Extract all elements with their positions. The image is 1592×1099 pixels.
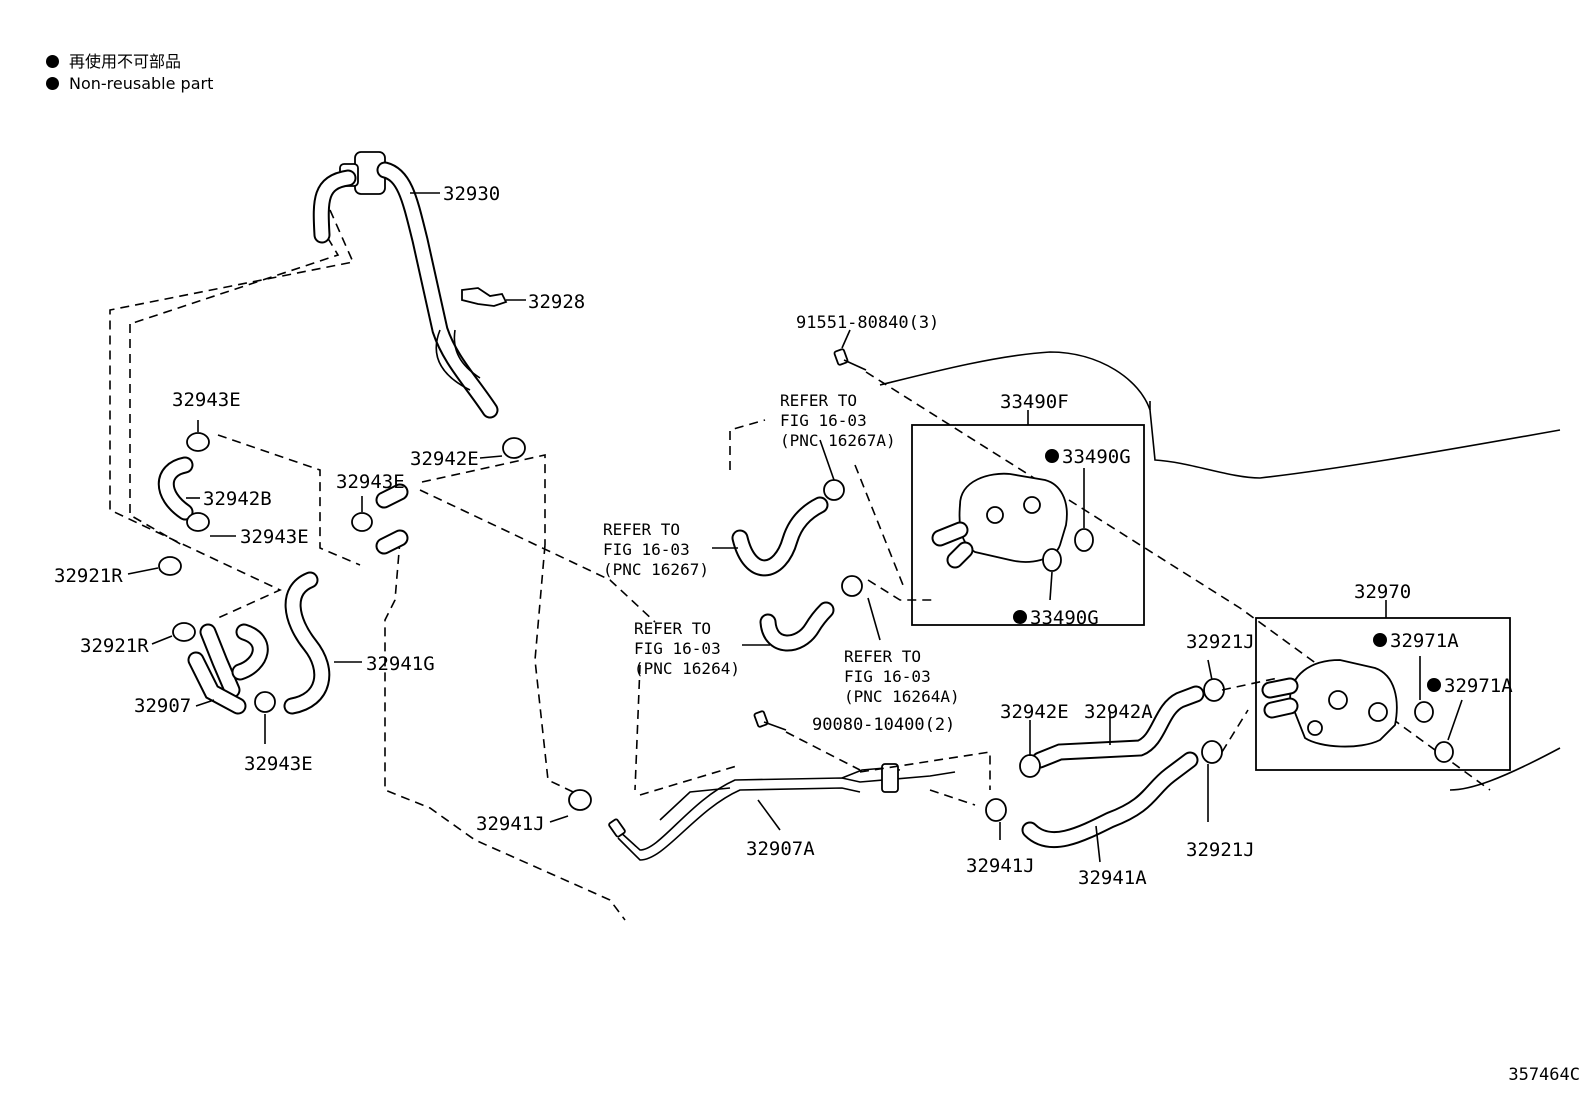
label-32941J-a: 32941J [476, 813, 545, 835]
label-32921J-a: 32921J [1186, 631, 1255, 653]
refer-block-16267A: REFER TO FIG 16-03 (PNC 16267A) [780, 391, 896, 450]
refer-line: FIG 16-03 [603, 540, 690, 559]
fittings-center [375, 437, 592, 811]
hose-32941G [283, 571, 331, 715]
clamps-left [158, 432, 373, 713]
hose-ref-16267 [731, 479, 845, 577]
label-32921R-b: 32921R [80, 635, 149, 657]
hose-32941A [985, 659, 1249, 863]
legend-item-en: Non-reusable part [46, 74, 213, 93]
refer-line: FIG 16-03 [844, 667, 931, 686]
refer-block-16264: REFER TO FIG 16-03 (PNC 16264) [634, 619, 740, 678]
pipe-32907A [608, 751, 991, 861]
label-32942E-b: 32942E [1000, 701, 1069, 723]
hose-32942A [1019, 677, 1279, 778]
document-id: 357464C [1508, 1065, 1580, 1085]
bolt-91551 [833, 348, 1491, 791]
refer-line: REFER TO [844, 647, 921, 666]
pipe-32907 [187, 623, 269, 715]
legend-item-jp: 再使用不可部品 [46, 48, 181, 72]
part-labels: 32930 32928 91551-80840(3) 33490F 33490G… [54, 183, 1513, 889]
refer-block-16264A: REFER TO FIG 16-03 (PNC 16264A) [844, 647, 960, 706]
refer-line: (PNC 16267) [603, 560, 709, 579]
refer-line: (PNC 16264A) [844, 687, 960, 706]
label-32971A-a: 32971A [1390, 630, 1459, 652]
label-33490G-a: 33490G [1062, 446, 1131, 468]
label-32921R-a: 32921R [54, 565, 123, 587]
non-reusable-dot-icon [1045, 449, 1059, 463]
non-reusable-dot-icon [1427, 678, 1441, 692]
bracket-32928 [461, 287, 508, 307]
label-32921J-b: 32921J [1186, 839, 1255, 861]
label-32930: 32930 [443, 183, 500, 205]
bolt-90080 [753, 710, 861, 771]
oil-cooler-33490F [911, 410, 1145, 626]
legend-text-jp: 再使用不可部品 [69, 52, 182, 71]
label-32943E-d: 32943E [244, 753, 313, 775]
refer-line: FIG 16-03 [780, 411, 867, 430]
non-reusable-dot-icon [1373, 633, 1387, 647]
refer-line: (PNC 16264) [634, 659, 740, 678]
label-32941A: 32941A [1078, 867, 1147, 889]
label-33490G-b: 33490G [1030, 607, 1099, 629]
label-91551: 91551-80840(3) [796, 313, 939, 333]
engine-outline [879, 351, 1561, 791]
hose-32942B [157, 456, 194, 521]
label-32941G: 32941G [366, 653, 435, 675]
label-90080: 90080-10400(2) [812, 715, 955, 735]
label-32928: 32928 [528, 291, 585, 313]
heater-pipe-32930 [312, 151, 499, 419]
label-32970: 32970 [1354, 581, 1411, 603]
hose-ref-16264 [759, 575, 863, 652]
heater-outline [109, 209, 656, 921]
refer-line: REFER TO [603, 520, 680, 539]
label-32943E-c: 32943E [336, 471, 405, 493]
label-32942A: 32942A [1084, 701, 1153, 723]
refer-line: (PNC 16267A) [780, 431, 896, 450]
label-32907A: 32907A [746, 838, 815, 860]
non-reusable-dot-icon [46, 55, 59, 68]
label-32943E-b: 32943E [240, 526, 309, 548]
refer-block-16267: REFER TO FIG 16-03 (PNC 16267) [603, 520, 709, 579]
leader-lines [127, 192, 851, 831]
label-33490F: 33490F [1000, 391, 1069, 413]
label-32971A-b: 32971A [1444, 675, 1513, 697]
label-32943E-a: 32943E [172, 389, 241, 411]
label-32942E-a: 32942E [410, 448, 479, 470]
non-reusable-dot-icon [46, 77, 59, 90]
ref-leaders [634, 419, 935, 791]
label-32907: 32907 [134, 695, 191, 717]
water-valve-32970 [1255, 600, 1511, 771]
label-32941J-b: 32941J [966, 855, 1035, 877]
non-reusable-dot-icon [1013, 610, 1027, 624]
refer-line: FIG 16-03 [634, 639, 721, 658]
legend-text-en: Non-reusable part [69, 74, 214, 93]
refer-line: REFER TO [780, 391, 857, 410]
label-32942B: 32942B [203, 488, 272, 510]
refer-line: REFER TO [634, 619, 711, 638]
